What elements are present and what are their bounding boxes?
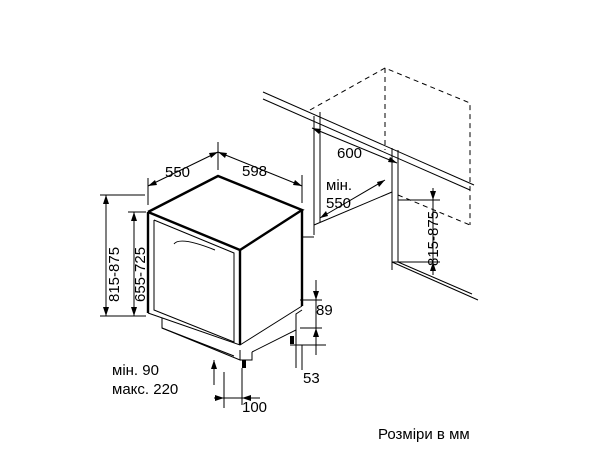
niche-width-dimension: 600 — [311, 127, 398, 164]
plinth-height-dimension: 89 — [300, 280, 333, 355]
dishwasher-body — [146, 174, 305, 368]
plinth-depth-dimension: 53 — [290, 330, 326, 387]
niche-height-label: 815-875 — [425, 211, 442, 266]
door-gap-dimension: мін. 90 макс. 220 — [112, 360, 217, 398]
width-dimension: 598 — [217, 151, 303, 203]
gap-min-label: мін. 90 — [112, 362, 159, 379]
gap-max-label: макс. 220 — [112, 381, 178, 398]
foot-setback-label: 100 — [242, 399, 267, 416]
units-caption: Розміри в мм — [378, 426, 470, 443]
niche-height-dimension: 815-875 — [398, 188, 442, 275]
body-height-dimension: 655-725 — [128, 211, 149, 317]
plinth-depth-label: 53 — [303, 370, 320, 387]
plinth-height-label: 89 — [316, 302, 333, 319]
depth-label: 550 — [165, 164, 190, 181]
niche-depth-min-label: мін. — [326, 177, 352, 194]
body-height-label: 655-725 — [132, 247, 149, 302]
niche-depth-dimension: мін. 550 — [319, 177, 386, 219]
total-height-dimension: 815-875 — [100, 194, 145, 317]
width-label: 598 — [242, 163, 267, 180]
depth-dimension: 550 — [147, 142, 219, 205]
total-height-label: 815-875 — [106, 247, 123, 302]
niche-depth-value: 550 — [326, 195, 351, 212]
niche-width-label: 600 — [337, 145, 362, 162]
foot-setback-dimension: 100 — [214, 368, 267, 416]
